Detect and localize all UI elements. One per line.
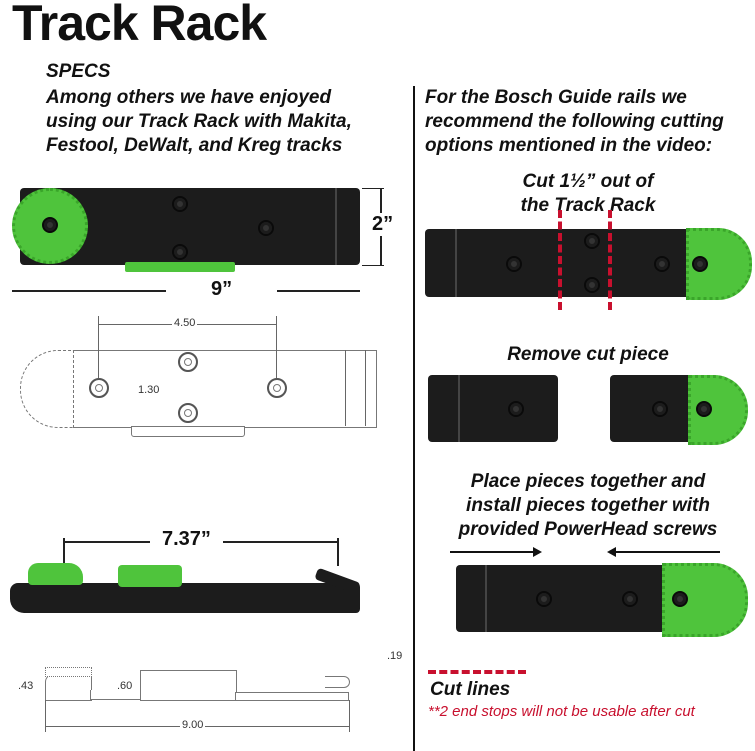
right-intro-line: recommend the following cutting xyxy=(425,111,724,132)
column-divider xyxy=(413,86,415,751)
page-title: Track Rack xyxy=(12,0,267,51)
length-dimension: 9” xyxy=(166,278,278,301)
stop-distance-dimension: 7.37” xyxy=(150,528,223,551)
hole-vertical-label: 1.30 xyxy=(136,384,162,396)
left-intro: Among others we have enjoyed using our T… xyxy=(46,86,352,158)
height-dimension: 2” xyxy=(368,213,398,236)
legend-cut-lines: Cut lines xyxy=(430,679,511,700)
stop-wheel-icon xyxy=(688,375,748,445)
profile-hook-height: .19 xyxy=(385,650,405,662)
step-cut-caption: Cut 1½” out of the Track Rack xyxy=(430,170,746,218)
profile-length: 9.00 xyxy=(180,719,206,731)
hole-spacing-label: 4.50 xyxy=(172,317,198,329)
right-intro-line: options mentioned in the video: xyxy=(425,135,713,156)
caption-line: provided PowerHead screws xyxy=(458,519,718,540)
legend-note: **2 end stops will not be usable after c… xyxy=(428,703,695,720)
arrow-left-icon xyxy=(615,551,720,553)
specs-label: SPECS xyxy=(46,61,111,82)
profile-mid-height: .60 xyxy=(115,680,135,692)
right-intro-line: For the Bosch Guide rails we xyxy=(425,87,687,108)
cut-line xyxy=(608,210,612,310)
arrow-right-icon xyxy=(450,551,535,553)
caption-line: Place pieces together and xyxy=(470,471,706,492)
cut-line-legend-icon xyxy=(428,670,526,674)
step-place-caption: Place pieces together and install pieces… xyxy=(430,470,746,542)
left-intro-line: Among others we have enjoyed xyxy=(46,87,332,108)
step-remove-caption: Remove cut piece xyxy=(507,344,669,365)
caption-line: install pieces together with xyxy=(466,495,710,516)
right-intro: For the Bosch Guide rails we recommend t… xyxy=(425,86,724,158)
left-intro-line: Festool, DeWalt, and Kreg tracks xyxy=(46,135,343,156)
caption-line: Cut 1½” out of xyxy=(522,171,654,192)
caption-line: the Track Rack xyxy=(520,195,656,216)
profile-left-height: .43 xyxy=(16,680,36,692)
cut-line xyxy=(558,210,562,310)
left-intro-line: using our Track Rack with Makita, xyxy=(46,111,352,132)
